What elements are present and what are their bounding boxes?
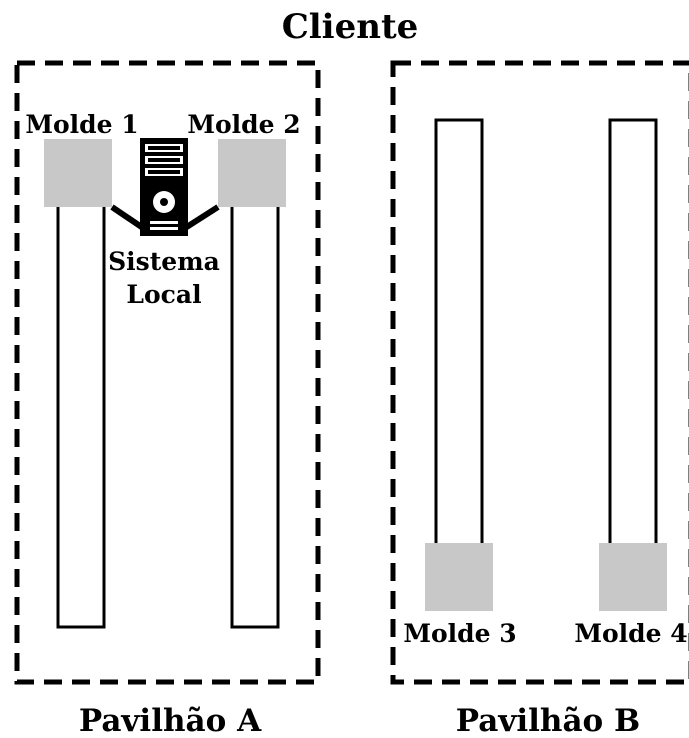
mold-1-label: Molde 1 [25,110,138,139]
track-molde-2 [230,203,280,629]
mold-1 [44,139,112,207]
mold-2 [218,139,286,207]
mold-4-label: Molde 4 [574,619,687,648]
mold-3-label: Molde 3 [403,619,516,648]
mold-3 [425,543,493,611]
pavilion-b-boundary [390,60,689,685]
mold-2-label: Molde 2 [187,110,300,139]
local-system-label-line2: Local [126,280,201,309]
track-molde-1 [56,203,106,629]
diagram-title: Cliente [282,7,419,47]
pavilion-a-boundary [14,60,321,685]
track-molde-3 [434,118,484,547]
pavilion-a: Molde 1 Molde 2 Sistema Local Pavilhão A [14,60,321,738]
track-molde-4 [608,118,658,547]
mold-4 [599,543,667,611]
pavilion-b: Molde 3 Molde 4 Pavilhão B [390,60,689,738]
pavilion-b-label: Pavilhão B [456,703,640,738]
local-system-label-line1: Sistema [108,247,220,276]
pavilion-a-label: Pavilhão A [79,703,262,738]
server-icon [140,138,188,236]
